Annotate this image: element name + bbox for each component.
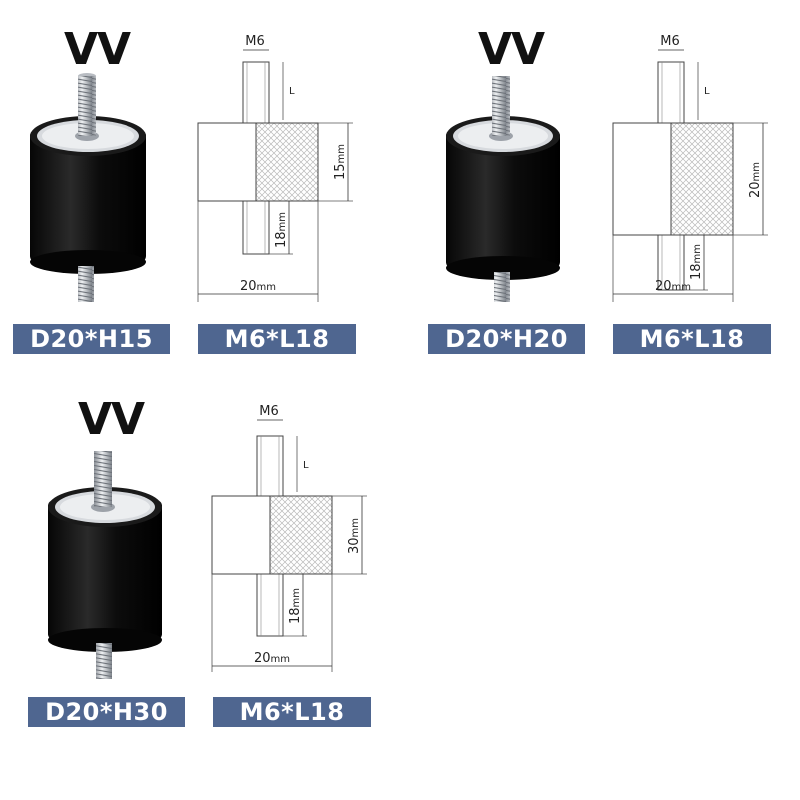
technical-drawing: M6 L 20mm 18mm 20mm [612,34,768,302]
svg-text:20mm: 20mm [655,279,691,294]
stud-length-dimension: 18 [288,607,303,624]
svg-text:15mm: 15mm [333,144,348,180]
thread-dimension: M6 [245,34,265,49]
stud-length-dimension: 18 [274,231,289,248]
brand-logo: VV [64,24,131,75]
brand-logo: VV [78,394,145,445]
size-label: D20*H30 [28,697,185,727]
length-symbol: L [303,460,309,471]
thread-label: M6*L18 [213,697,371,727]
diameter-dimension: 20 [655,279,672,294]
diameter-dimension: 20 [254,651,271,666]
rubber-mount-photo [446,76,560,302]
length-symbol: L [289,86,295,97]
diameter-dimension: 20 [240,279,257,294]
thread-label: M6*L18 [198,324,356,354]
size-label: D20*H15 [13,324,170,354]
stud-length-dimension: 18 [689,263,704,280]
svg-text:20mm: 20mm [240,279,276,294]
thread-dimension: M6 [660,34,680,49]
thread-label: M6*L18 [613,324,771,354]
svg-text:20mm: 20mm [748,162,763,198]
height-dimension: 20 [748,181,763,198]
svg-text:18mm: 18mm [274,212,289,248]
rubber-mount-photo [30,73,146,302]
technical-drawing: M6 L 15mm 18mm 20mm [197,34,353,302]
length-symbol: L [704,86,710,97]
size-label: D20*H20 [428,324,585,354]
technical-drawing: M6 L 30mm 18mm 20mm [211,404,367,672]
svg-text:30mm: 30mm [347,518,362,554]
height-dimension: 15 [333,163,348,180]
thread-dimension: M6 [259,404,279,419]
svg-text:18mm: 18mm [288,588,303,624]
brand-logo: VV [478,24,545,75]
rubber-mount-photo [48,451,162,679]
svg-text:18mm: 18mm [689,244,704,280]
svg-text:20mm: 20mm [254,651,290,666]
height-dimension: 30 [347,537,362,554]
